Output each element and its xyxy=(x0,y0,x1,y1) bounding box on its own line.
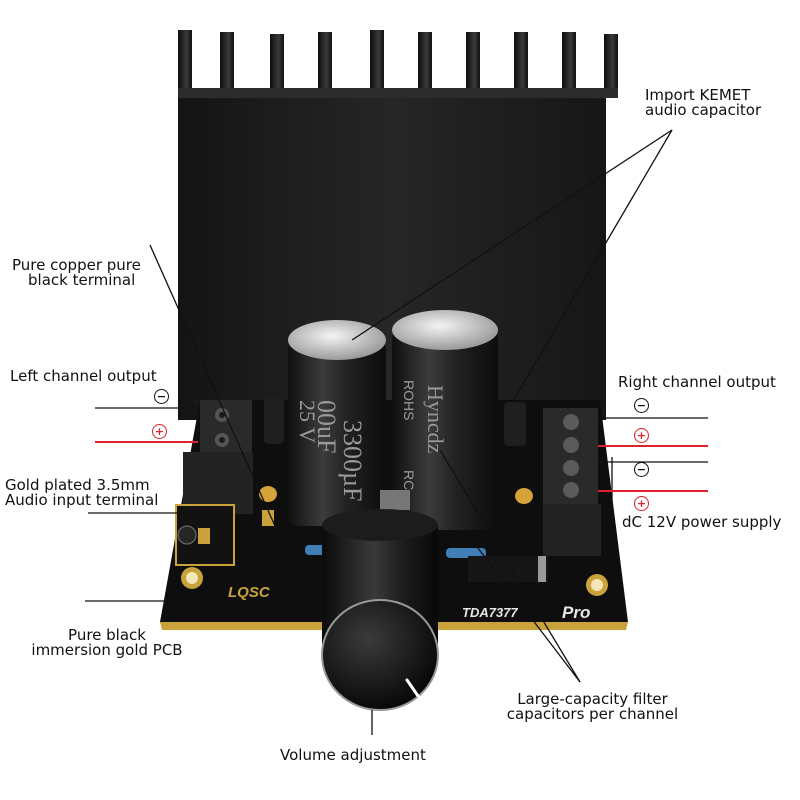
label-filter-line1: Large-capacity filter xyxy=(517,690,668,708)
label-gold-input-line2: Audio input terminal xyxy=(5,491,159,509)
filter-capacitor-right: Hyncdz ROHS RC xyxy=(392,310,498,530)
audio-jack xyxy=(175,504,274,566)
label-pcb: Pure black immersion gold PCB xyxy=(12,628,202,658)
right-plus-wire-2 xyxy=(598,490,708,492)
label-right-output: Right channel output xyxy=(618,373,776,391)
label-kemet-line1: Import KEMET xyxy=(645,86,751,104)
cap-right-print-2: ROHS xyxy=(401,380,417,420)
model-silkscreen: TDA7377 xyxy=(462,605,518,620)
left-minus-marker: − xyxy=(154,389,169,404)
label-pcb-line1: Pure black xyxy=(68,626,146,644)
heatsink-fins xyxy=(178,30,618,94)
cap-left-print-2: 25 V xyxy=(295,400,320,443)
label-copper-line1: Pure copper pure xyxy=(12,256,141,274)
right-plus-marker-1: + xyxy=(634,428,649,443)
right-minus-marker-2: − xyxy=(634,462,649,477)
leader-lines xyxy=(85,129,708,735)
right-output-power-terminal xyxy=(543,408,601,556)
right-minus-marker-1: − xyxy=(634,398,649,413)
label-copper-terminal: Pure copper pure black terminal xyxy=(12,258,141,288)
left-plus-wire xyxy=(95,441,198,443)
cap-left-print-3: 3300µF xyxy=(338,420,367,501)
resistors xyxy=(305,545,548,582)
label-kemet: Import KEMET audio capacitor xyxy=(645,88,761,118)
left-plus-marker: + xyxy=(152,424,167,439)
volume-knob xyxy=(321,490,439,711)
model-suffix-silkscreen: Pro xyxy=(562,603,590,622)
right-plus-wire-1 xyxy=(598,445,708,447)
label-copper-line2: black terminal xyxy=(28,271,136,289)
label-gold-input-line1: Gold plated 3.5mm xyxy=(5,476,150,494)
left-output-terminal xyxy=(183,400,253,514)
label-left-output: Left channel output xyxy=(10,367,157,385)
label-filter-line2: capacitors per channel xyxy=(506,705,679,723)
ceramic-capacitors xyxy=(259,486,533,504)
label-power-supply: dC 12V power supply xyxy=(622,513,782,531)
label-filter-capacitors: Large-capacity filter capacitors per cha… xyxy=(490,692,695,722)
right-plus-marker-2: + xyxy=(634,496,649,511)
label-pcb-line2: immersion gold PCB xyxy=(31,641,183,659)
label-gold-input: Gold plated 3.5mm Audio input terminal xyxy=(5,478,158,508)
cap-left-print-1: 00uF xyxy=(312,400,341,453)
cap-right-print-3: RC xyxy=(401,470,417,490)
filter-capacitor-left: 00uF 25 V 3300µF xyxy=(288,320,386,526)
label-kemet-line2: audio capacitor xyxy=(645,101,762,119)
cap-right-print-1: Hyncdz xyxy=(423,385,448,454)
kemet-capacitors xyxy=(264,398,526,446)
brand-silkscreen: LQSC xyxy=(228,584,271,601)
label-volume: Volume adjustment xyxy=(280,746,426,764)
knob-indicator xyxy=(405,678,420,698)
